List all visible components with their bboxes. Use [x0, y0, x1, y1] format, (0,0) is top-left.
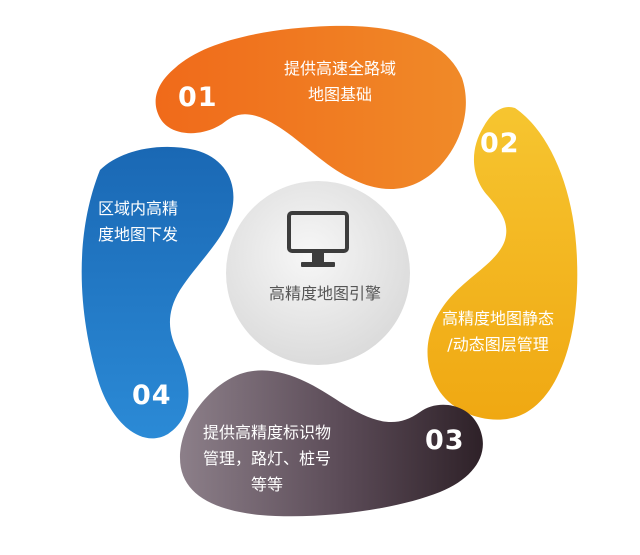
step-02-line-2: /动态图层管理	[447, 335, 549, 354]
step-02-number: 02	[480, 128, 520, 159]
step-01-line-2: 地图基础	[307, 85, 372, 104]
step-03-line-2: 管理，路灯、桩号	[202, 449, 331, 468]
step-04-line-1: 区域内高精	[97, 199, 178, 218]
step-03-text: 提供高精度标识物 管理，路灯、桩号 等等	[188, 420, 346, 498]
petal-04	[81, 146, 234, 439]
step-01-number: 01	[178, 82, 218, 113]
step-04-number: 04	[132, 380, 172, 411]
monitor-icon	[287, 211, 349, 267]
step-03-line-3: 等等	[250, 475, 283, 494]
step-01-line-1: 提供高速全路域	[283, 59, 396, 78]
step-03-number: 03	[425, 425, 465, 456]
step-04-line-2: 度地图下发	[97, 225, 178, 244]
center-label: 高精度地图引擎	[268, 284, 381, 303]
petal-01	[155, 25, 466, 190]
step-01-text: 提供高速全路域 地图基础	[280, 56, 400, 108]
step-02-line-1: 高精度地图静态	[441, 309, 554, 328]
center-circle	[226, 181, 410, 365]
petal-03	[180, 370, 483, 517]
step-02-text: 高精度地图静态 /动态图层管理	[430, 306, 566, 358]
petal-02	[427, 106, 578, 420]
step-04-text: 区域内高精 度地图下发	[88, 196, 188, 248]
step-03-line-1: 提供高精度标识物	[202, 423, 331, 442]
